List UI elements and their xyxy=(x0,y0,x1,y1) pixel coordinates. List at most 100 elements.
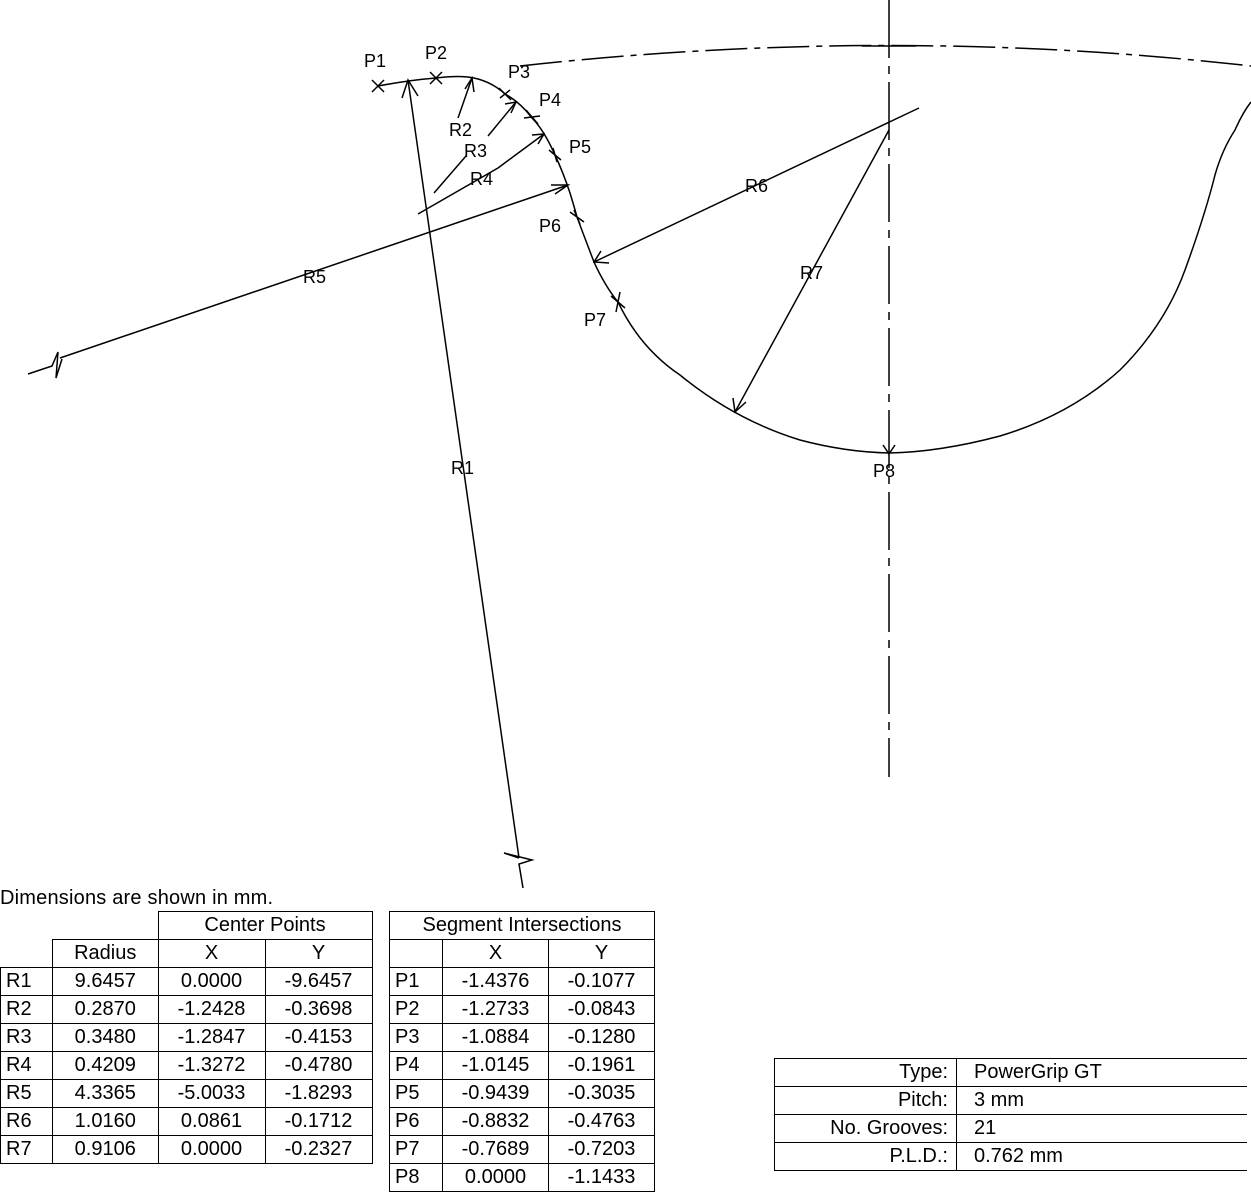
intersection-row: P2-1.2733-0.0843 xyxy=(389,995,655,1024)
center-x-value: 0.0000 xyxy=(157,1135,266,1164)
label-r4: R4 xyxy=(470,169,493,189)
intersection-x-value: 0.0000 xyxy=(442,1163,549,1192)
radius-id: R5 xyxy=(0,1079,53,1108)
center-y-value: -0.1712 xyxy=(264,1107,373,1136)
type-label: Type: xyxy=(774,1058,957,1087)
label-p7: P7 xyxy=(584,310,606,330)
center-x-value: -1.2428 xyxy=(157,995,266,1024)
intersection-row: P5-0.9439-0.3035 xyxy=(389,1079,655,1108)
label-r1: R1 xyxy=(451,458,474,478)
intersection-y-value: -0.1077 xyxy=(548,967,655,996)
p6-marker xyxy=(569,209,585,225)
pitch-label: Pitch: xyxy=(774,1086,957,1115)
intersection-row: P4-1.0145-0.1961 xyxy=(389,1051,655,1080)
radius-value: 1.0160 xyxy=(52,1107,159,1136)
info-row-pld: P.L.D.: 0.762 mm xyxy=(774,1142,1247,1171)
r4-leader xyxy=(497,133,545,169)
center-y-header: Y xyxy=(264,939,373,968)
intersection-x-value: -1.0884 xyxy=(442,1023,549,1052)
type-value: PowerGrip GT xyxy=(956,1058,1247,1087)
info-row-grooves: No. Grooves: 21 xyxy=(774,1114,1247,1143)
center-y-value: -0.4780 xyxy=(264,1051,373,1080)
radius-header: Radius xyxy=(52,939,159,968)
center-x-header: X xyxy=(157,939,266,968)
center-y-value: -0.2327 xyxy=(264,1135,373,1164)
intersection-row: P6-0.8832-0.4763 xyxy=(389,1107,655,1136)
intersection-x-value: -1.2733 xyxy=(442,995,549,1024)
center-y-value: -0.3698 xyxy=(264,995,373,1024)
label-r7: R7 xyxy=(800,263,823,283)
center-x-value: 0.0861 xyxy=(157,1107,266,1136)
radius-value: 4.3365 xyxy=(52,1079,159,1108)
pitch-line xyxy=(519,44,1251,67)
label-p8: P8 xyxy=(873,461,895,481)
radius-value: 0.9106 xyxy=(52,1135,159,1164)
radius-id: R4 xyxy=(0,1051,53,1080)
center-x-value: -1.3272 xyxy=(157,1051,266,1080)
point-id: P7 xyxy=(389,1135,443,1164)
radius-id: R1 xyxy=(0,967,53,996)
p4-marker xyxy=(523,109,541,125)
p3-marker xyxy=(498,87,512,101)
intersection-x-value: -1.0145 xyxy=(442,1051,549,1080)
label-p1: P1 xyxy=(364,51,386,71)
radius-id: R3 xyxy=(0,1023,53,1052)
grooves-value: 21 xyxy=(956,1114,1247,1143)
belt-info-table: Type: PowerGrip GT Pitch: 3 mm No. Groov… xyxy=(774,1058,1247,1171)
p2-marker xyxy=(429,71,443,85)
point-id: P6 xyxy=(389,1107,443,1136)
r6-dimension-line xyxy=(593,107,920,263)
radius-value: 0.2870 xyxy=(52,995,159,1024)
center-y-value: -1.8293 xyxy=(264,1079,373,1108)
r3-leader xyxy=(487,101,517,137)
point-id: P1 xyxy=(389,967,443,996)
info-row-pitch: Pitch: 3 mm xyxy=(774,1086,1247,1115)
point-id: P5 xyxy=(389,1079,443,1108)
intersection-y-value: -0.4763 xyxy=(548,1107,655,1136)
label-p3: P3 xyxy=(508,62,530,82)
label-r5: R5 xyxy=(303,267,326,287)
intersection-y-value: -0.1961 xyxy=(548,1051,655,1080)
p7-marker xyxy=(610,291,626,313)
label-p2: P2 xyxy=(425,43,447,63)
label-r3: R3 xyxy=(464,141,487,161)
center-points-header: Center Points xyxy=(157,911,373,940)
label-p4: P4 xyxy=(539,90,561,110)
point-id: P4 xyxy=(389,1051,443,1080)
grooves-label: No. Grooves: xyxy=(774,1114,957,1143)
point-id: P8 xyxy=(389,1163,443,1192)
groove-profile-drawing: P1 P2 P3 P4 P5 P6 P7 P8 R1 R2 R3 R4 R5 R… xyxy=(27,0,1251,889)
intersection-x-value: -0.8832 xyxy=(442,1107,549,1136)
intersection-x-value: -0.7689 xyxy=(442,1135,549,1164)
label-r2: R2 xyxy=(449,120,472,140)
radius-value: 0.3480 xyxy=(52,1023,159,1052)
intersection-y-value: -0.7203 xyxy=(548,1135,655,1164)
intersection-table: Segment Intersections X Y P1-1.4376-0.10… xyxy=(389,911,655,1192)
pld-label: P.L.D.: xyxy=(774,1142,957,1171)
intersection-x-value: -0.9439 xyxy=(442,1079,549,1108)
intersection-y-value: -0.0843 xyxy=(548,995,655,1024)
r7-dimension-line xyxy=(734,129,890,413)
intersection-x-value: -1.4376 xyxy=(442,967,549,996)
intersection-y-value: -1.1433 xyxy=(548,1163,655,1192)
radius-id: R6 xyxy=(0,1107,53,1136)
radius-value: 0.4209 xyxy=(52,1051,159,1080)
radius-id: R7 xyxy=(0,1135,53,1164)
groove-profile-curve xyxy=(377,75,1251,454)
label-r6: R6 xyxy=(745,176,768,196)
intersection-y-value: -0.1280 xyxy=(548,1023,655,1052)
intersection-row: P3-1.0884-0.1280 xyxy=(389,1023,655,1052)
r2-leader xyxy=(457,77,473,119)
intersection-row: P7-0.7689-0.7203 xyxy=(389,1135,655,1164)
center-x-value: -1.2847 xyxy=(157,1023,266,1052)
p5-marker xyxy=(548,147,562,163)
label-p5: P5 xyxy=(569,137,591,157)
